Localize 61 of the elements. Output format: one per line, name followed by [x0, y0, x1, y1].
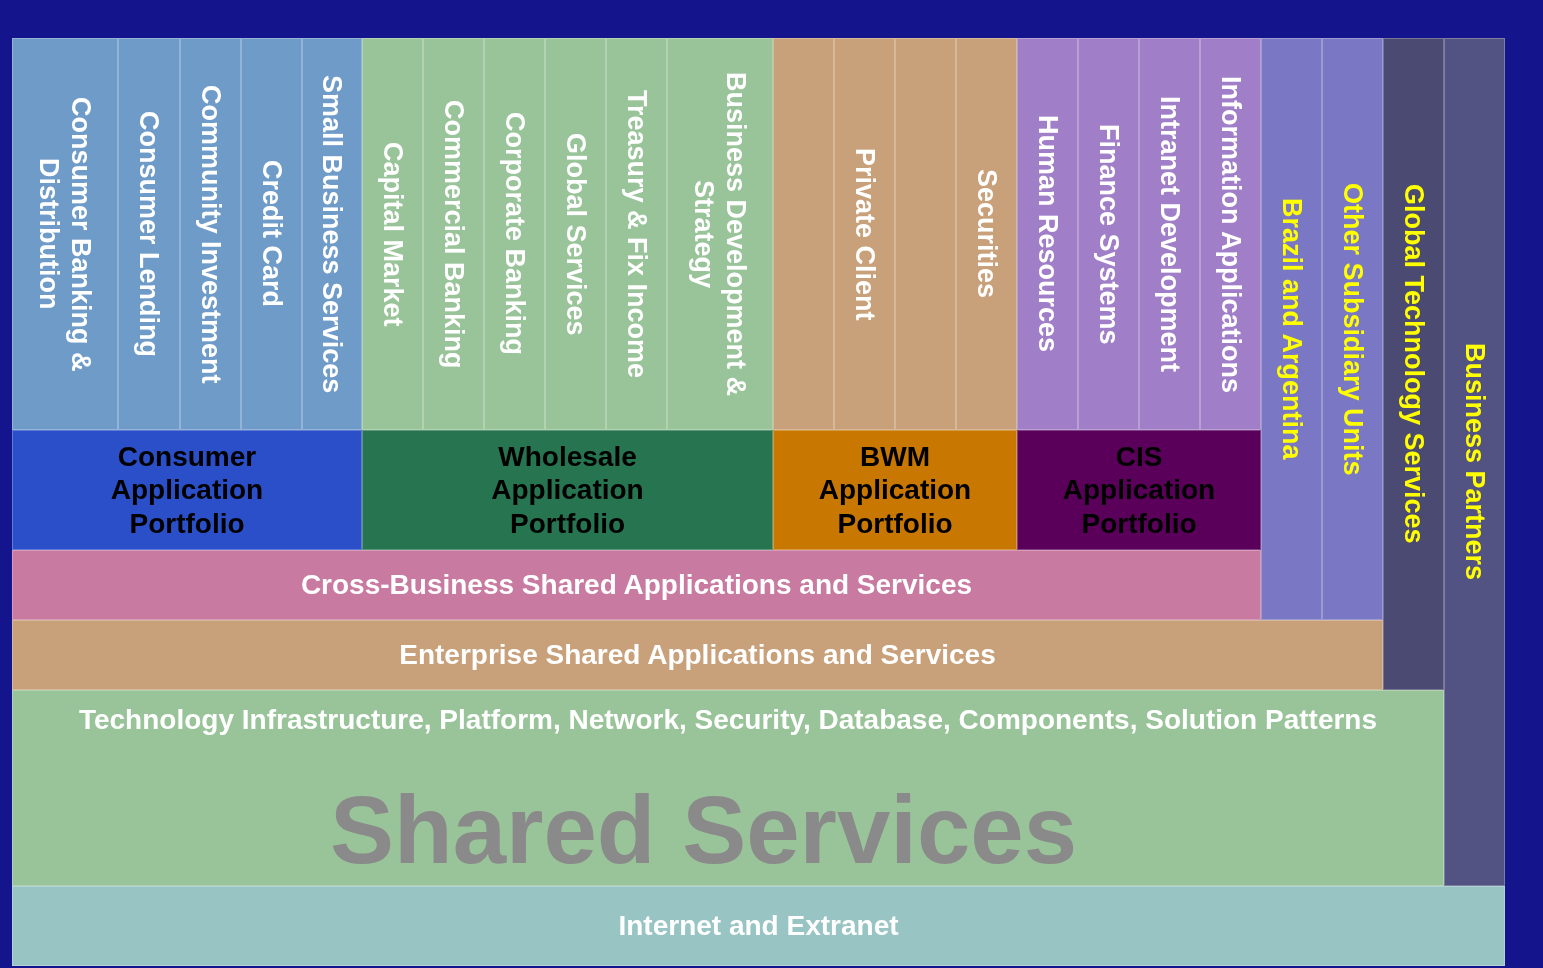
column-label: Community Investment	[194, 84, 227, 384]
column-block	[1322, 38, 1383, 620]
portfolio-block	[12, 430, 362, 550]
column-label: Consumer Lending	[133, 111, 166, 357]
column-block	[895, 38, 956, 430]
column-block	[667, 38, 773, 430]
column-block	[1078, 38, 1139, 430]
column-block	[773, 38, 834, 430]
column-block	[302, 38, 362, 430]
band-label: Consumer Application Portfolio	[109, 439, 265, 541]
column-block	[362, 38, 423, 430]
portfolio-block	[1017, 430, 1261, 550]
column-label: Other Subsidiary Units	[1336, 182, 1369, 476]
layer-band	[12, 550, 1261, 620]
column-label: Global Technology Services	[1397, 184, 1430, 544]
column-block	[1139, 38, 1200, 430]
band-label: CIS Application Portfolio	[1061, 439, 1217, 541]
band-label: Cross-Business Shared Applications and Services	[300, 568, 973, 602]
column-block	[484, 38, 545, 430]
column-label: Intranet Development	[1153, 95, 1186, 373]
layer-band	[12, 620, 1383, 690]
layer-band	[12, 690, 1444, 886]
column-label: Information Applications	[1214, 75, 1247, 393]
column-block	[834, 38, 895, 430]
column-label: Global Services	[559, 132, 592, 336]
band-label: BWM Application Portfolio	[817, 439, 973, 541]
overlay-title: Shared Services	[330, 782, 1078, 878]
column-label: Finance Systems	[1092, 123, 1125, 345]
column-block	[423, 38, 484, 430]
column-label: Treasury & Fix Income	[620, 89, 653, 379]
column-block	[1200, 38, 1261, 430]
column-label: Securities	[970, 169, 1003, 299]
column-block	[180, 38, 241, 430]
band-label: Internet and Extranet	[618, 909, 899, 943]
column-block	[12, 38, 118, 430]
column-block	[1444, 38, 1505, 886]
portfolio-block	[773, 430, 1017, 550]
column-label: Consumer Banking & Distribution	[33, 95, 98, 374]
column-label: Capital Market	[376, 141, 409, 327]
band-label: Wholesale Application Portfolio	[490, 439, 645, 541]
column-label: Brazil and Argentina	[1275, 198, 1308, 460]
column-block	[1017, 38, 1078, 430]
column-block	[1261, 38, 1322, 620]
column-block	[118, 38, 180, 430]
layer-band	[12, 886, 1505, 966]
column-label: Private Client	[848, 147, 881, 321]
column-label: Small Business Services	[316, 74, 349, 394]
band-label: Enterprise Shared Applications and Services	[399, 638, 996, 672]
column-label: Credit Card	[255, 160, 288, 308]
column-block	[1383, 38, 1444, 690]
portfolio-block	[362, 430, 773, 550]
column-block	[956, 38, 1017, 430]
column-label: Business Development & Strategy	[688, 70, 753, 399]
column-block	[241, 38, 302, 430]
column-label: Commercial Banking	[437, 99, 470, 369]
column-label: Corporate Banking	[498, 112, 531, 356]
column-label: Human Resources	[1031, 115, 1064, 353]
column-label: Business Partners	[1458, 343, 1491, 581]
column-block	[606, 38, 667, 430]
column-block	[545, 38, 606, 430]
band-label: Technology Infrastructure, Platform, Network, Security, Database, Components, Solution Patterns	[78, 703, 1378, 737]
